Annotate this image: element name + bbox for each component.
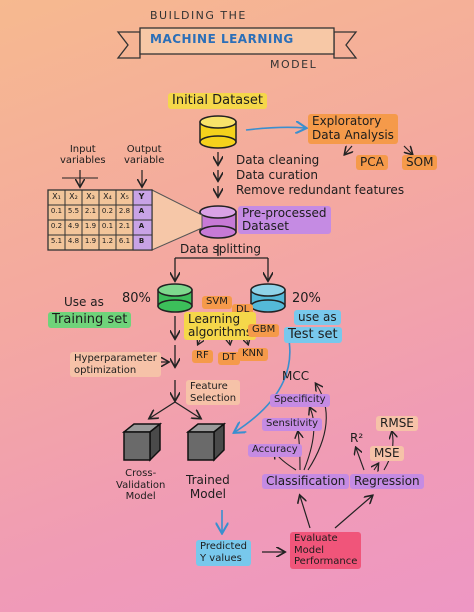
predicted-line-1: Predicted	[200, 541, 247, 552]
rmse-label: RMSE	[376, 416, 418, 431]
title-banner	[116, 27, 358, 59]
trained-line-1: Trained	[186, 473, 230, 487]
table-cell: 0.1	[101, 222, 114, 230]
mse-label: MSE	[370, 446, 404, 461]
header-line-3: MODEL	[270, 58, 318, 71]
input-variables-label: Input variables	[60, 144, 106, 166]
evaluate-performance-label: Evaluate Model Performance	[290, 532, 362, 569]
step-data-cleaning: Data cleaning	[236, 153, 320, 167]
r2-label: R²	[350, 431, 364, 445]
use-as-training: Use as	[64, 295, 104, 309]
table-cell: 0.2	[101, 207, 114, 215]
feature-line-1: Feature	[190, 381, 228, 392]
regression-label: Regression	[350, 474, 424, 489]
feature-line-2: Selection	[190, 392, 237, 404]
table-cell: 2.8	[118, 207, 131, 215]
table-header-cell: X₃	[86, 192, 95, 201]
predicted-y-label: Predicted Y values	[196, 540, 251, 566]
svm-label: SVM	[202, 296, 232, 309]
table-cell: 1.9	[84, 222, 97, 230]
pca-label: PCA	[356, 155, 388, 170]
header-line-1: BUILDING THE	[150, 9, 247, 22]
input-label-2: variables	[60, 155, 106, 166]
table-cell: 5.5	[67, 207, 80, 215]
preprocessed-line-1: Pre-processed	[242, 206, 327, 220]
table-cell: A	[138, 222, 145, 230]
training-set-label: Training set	[48, 312, 132, 328]
learning-line-1: Learning	[188, 312, 241, 326]
evaluate-line-2: Model	[294, 544, 325, 556]
output-label-2: variable	[124, 155, 165, 166]
gbm-label: GBM	[248, 324, 280, 337]
table-cell: B	[138, 237, 145, 245]
table-cell: 2.1	[118, 222, 131, 230]
initial-dataset-cylinder	[199, 115, 237, 149]
use-as-test: use as	[294, 310, 341, 325]
eda-line-2: Data Analysis	[312, 127, 394, 142]
eda-label: Exploratory Data Analysis	[308, 114, 398, 144]
learning-algorithms-label: Learning algorithms	[184, 312, 257, 341]
table-cell: 1.9	[84, 237, 97, 245]
table-cell: 4.8	[67, 237, 80, 245]
classification-label: Classification	[262, 474, 350, 489]
test-set-cylinder	[250, 283, 286, 313]
data-splitting-label: Data splitting	[180, 242, 261, 256]
trained-line-2: Model	[189, 486, 226, 501]
train-percent: 80%	[122, 291, 151, 306]
feature-selection-label: Feature Selection	[186, 380, 241, 405]
knn-label: KNN	[238, 348, 268, 361]
step-data-curation: Data curation	[236, 168, 318, 182]
test-set-label: Test set	[284, 327, 342, 343]
table-header-cell: X₂	[69, 192, 78, 201]
mcc-label: MCC	[282, 369, 310, 383]
table-cell: 2.1	[84, 207, 97, 215]
table-cell: 4.9	[67, 222, 80, 230]
preprocessed-label: Pre-processed Dataset	[238, 206, 331, 235]
specificity-label: Specificity	[270, 394, 330, 407]
sensitivity-label: Sensitivity	[262, 418, 323, 431]
trained-model-label: Trained Model	[186, 473, 230, 502]
table-header-cell: X₄	[103, 192, 112, 201]
test-percent: 20%	[292, 291, 321, 306]
hyper-line-1: Hyperparameter	[74, 353, 157, 364]
preprocessed-line-2: Dataset	[242, 219, 289, 234]
output-label-1: Output	[126, 144, 162, 155]
table-header-cell: X₅	[120, 192, 129, 201]
data-table-grid	[47, 189, 153, 251]
dt-label: DT	[218, 352, 240, 365]
header-banner: MACHINE LEARNING	[150, 32, 294, 46]
cv-line-3: Model	[125, 491, 156, 502]
table-cell: A	[138, 207, 145, 215]
cross-validation-cube	[121, 422, 163, 462]
hyper-line-2: optimization	[74, 364, 137, 376]
table-cell: 5.1	[50, 237, 63, 245]
som-label: SOM	[402, 155, 438, 170]
trained-model-cube	[185, 422, 227, 462]
table-header-cell: Y	[138, 192, 145, 201]
step-remove-redundant: Remove redundant features	[236, 183, 405, 197]
rf-label: RF	[192, 350, 213, 363]
training-set-cylinder	[157, 283, 193, 313]
learning-line-2: algorithms	[188, 325, 253, 340]
output-variable-label: Output variable	[124, 144, 164, 166]
preprocessed-dataset-cylinder	[199, 205, 237, 239]
cross-validation-label: Cross- Validation Model	[116, 468, 165, 503]
table-cell: 0.2	[50, 222, 63, 230]
evaluate-line-1: Evaluate	[294, 533, 338, 544]
predicted-line-2: Y values	[200, 553, 242, 564]
eda-line-1: Exploratory	[312, 114, 382, 128]
table-cell: 6.1	[118, 237, 131, 245]
cv-line-2: Validation	[116, 479, 166, 491]
initial-dataset-label: Initial Dataset	[168, 93, 268, 109]
input-label-1: Input	[69, 144, 96, 155]
evaluate-line-3: Performance	[294, 556, 358, 567]
cv-line-1: Cross-	[125, 468, 157, 479]
table-cell: 1.2	[101, 237, 114, 245]
hyperparameter-label: Hyperparameter optimization	[70, 352, 161, 377]
accuracy-label: Accuracy	[248, 444, 302, 457]
table-header-cell: X₁	[52, 192, 61, 201]
table-cell: 0.1	[50, 207, 63, 215]
